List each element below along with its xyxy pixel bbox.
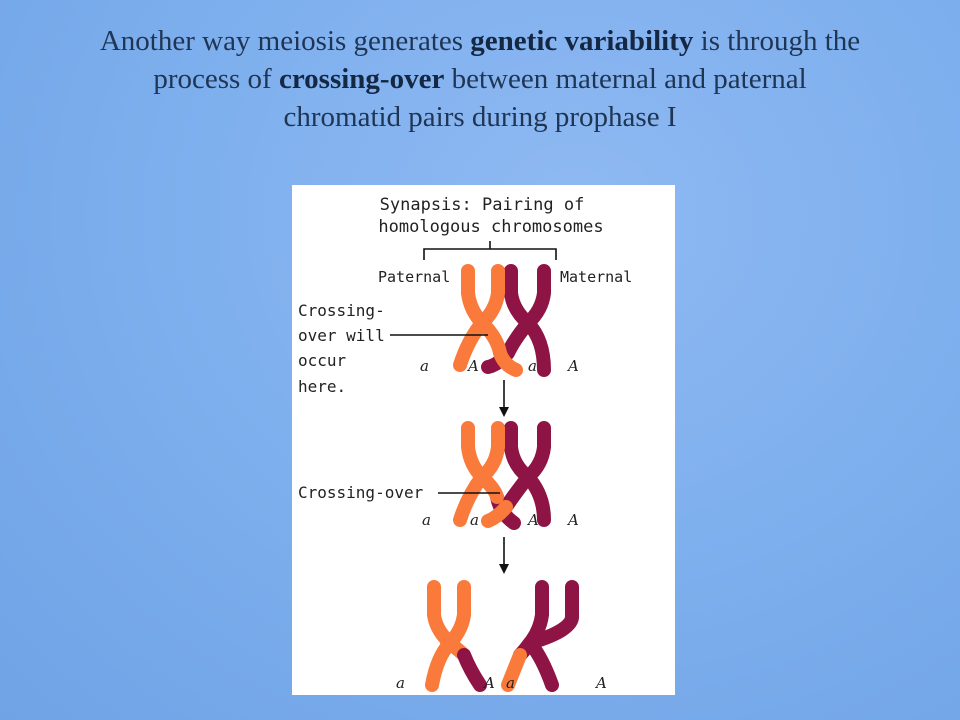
maternal-recombinant-chromosome [501, 580, 579, 692]
diagram-title-line-2: homologous chromosomes [378, 217, 603, 237]
allele-a-5: a [396, 674, 405, 692]
allele-a-6: a [506, 674, 515, 692]
stage-recombinant: a A a A [396, 580, 607, 692]
allele-a-2: a [528, 357, 537, 375]
crossing-over-label: Crossing-over [298, 483, 424, 502]
paternal-chromosome-2 [453, 421, 513, 528]
paternal-chromosome-1 [453, 264, 523, 377]
heading-text-2: is through the [693, 25, 861, 57]
stage-synapsis: a A a A [420, 264, 579, 377]
maternal-label: Maternal [560, 268, 632, 286]
note-line-3: occur [298, 351, 347, 370]
slide-heading: Another way meiosis generates genetic va… [0, 22, 960, 136]
allele-A-1: A [466, 357, 479, 375]
note-line-2: over will [298, 326, 385, 345]
heading-line-1: Another way meiosis generates genetic va… [0, 22, 960, 60]
note-line-1: Crossing- [298, 301, 385, 320]
paternal-recombinant-chromosome [425, 580, 487, 692]
allele-A-5: A [482, 674, 495, 692]
pairing-bracket [423, 241, 557, 260]
allele-a-4: a [470, 511, 479, 529]
heading-line-3: chromatid pairs during prophase I [0, 98, 960, 136]
allele-A-6: A [594, 674, 607, 692]
allele-a-3: a [422, 511, 431, 529]
allele-A-2: A [566, 357, 579, 375]
heading-text-4: between maternal and paternal [444, 63, 807, 95]
crossing-over-diagram: Synapsis: Pairing of homologous chromoso… [292, 185, 675, 695]
diagram-svg: Synapsis: Pairing of homologous chromoso… [298, 195, 632, 692]
heading-line-2: process of crossing-over between materna… [0, 60, 960, 98]
stage-crossing-over: a a A A [422, 421, 579, 530]
heading-bold-genetic-variability: genetic variability [470, 25, 694, 57]
allele-A-4: A [566, 511, 579, 529]
heading-bold-crossing-over: crossing-over [278, 63, 445, 95]
heading-text-1: Another way meiosis generates [99, 25, 471, 57]
allele-A-3: A [526, 511, 539, 529]
allele-a-1: a [420, 357, 429, 375]
heading-text-5: chromatid pairs during prophase I [283, 101, 677, 133]
note-line-4: here. [298, 377, 346, 396]
paternal-label: Paternal [378, 268, 450, 286]
heading-text-3: process of [153, 63, 279, 95]
diagram-title-line-1: Synapsis: Pairing of [380, 195, 585, 215]
